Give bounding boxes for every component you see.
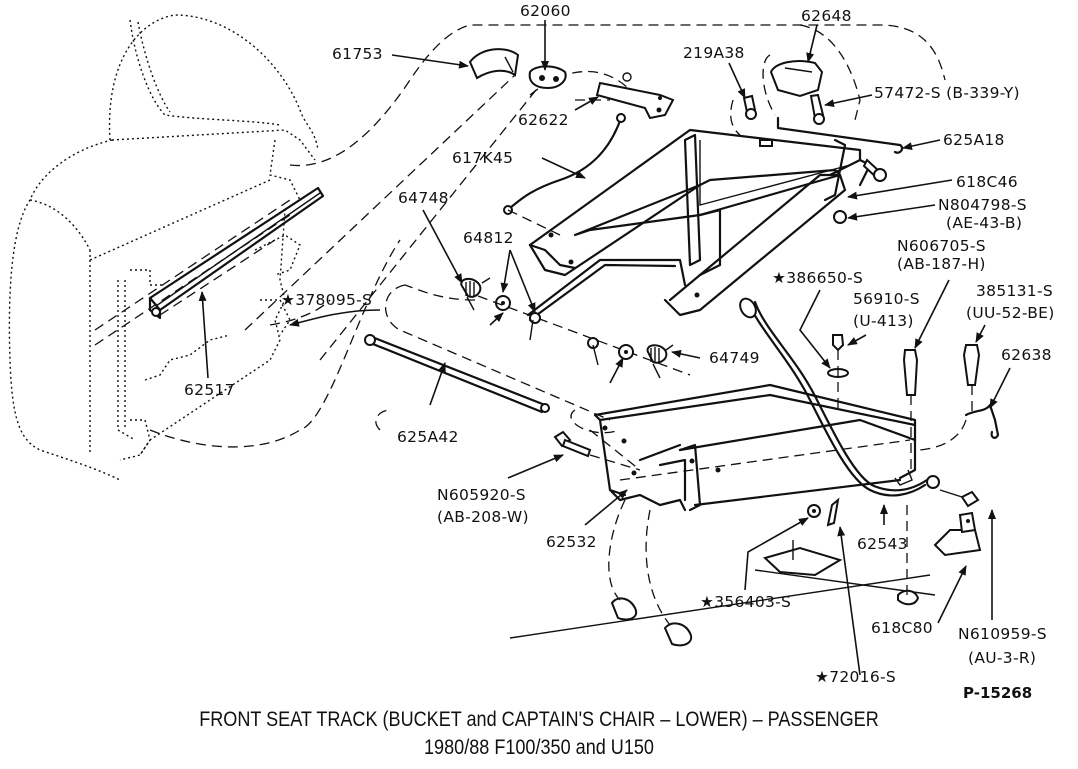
label-385131-S: 385131-S (UU-52-BE)	[966, 282, 1055, 322]
label-57472-S: 57472-S (B-339-Y)	[874, 84, 1020, 102]
label-62532: 62532	[546, 533, 597, 551]
label-618C46: 618C46	[956, 173, 1018, 191]
bracket-618C80	[933, 511, 982, 557]
bolt-N605920	[553, 430, 641, 471]
seat-rail-62517	[148, 186, 325, 320]
pin-625A42	[364, 334, 550, 414]
label-219A38: 219A38	[683, 44, 745, 62]
label-56910-S-code: (U-413)	[853, 312, 914, 330]
label-385131-S-number: 385131-S	[976, 282, 1054, 300]
label-62517: 62517	[184, 381, 235, 399]
label-N610959-S: N610959-S (AU-3-R)	[958, 625, 1047, 667]
nut-N804798	[833, 210, 847, 224]
label-N606705-S: N606705-S (AB-187-H)	[897, 237, 986, 273]
diagram-subtitle: 1980/88 F100/350 and U150	[424, 736, 654, 759]
part-61753	[468, 48, 520, 80]
label-64748: 64748	[398, 189, 449, 207]
label-62060: 62060	[520, 2, 571, 20]
label-N605920-S: N605920-S (AB-208-W)	[437, 486, 529, 526]
label-62648: 62648	[801, 7, 852, 25]
seat-phantom-outline	[8, 14, 319, 481]
label-62622: 62622	[518, 111, 569, 129]
reference-number: P-15268	[963, 684, 1033, 702]
part-62622	[595, 72, 675, 120]
label-56910-S: 56910-S (U-413)	[853, 290, 920, 330]
label-N606705-S-code: (AB-187-H)	[897, 255, 986, 273]
label-N804798-S-number: N804798-S	[938, 196, 1027, 214]
label-62543: 62543	[857, 535, 908, 553]
label-618C80: 618C80	[871, 619, 933, 637]
right-hardware	[827, 334, 1000, 508]
label-386650-S: ★386650-S	[772, 269, 864, 287]
label-N610959-S-number: N610959-S	[958, 625, 1047, 643]
lever-625A18	[776, 116, 904, 202]
floor-and-clips	[509, 499, 936, 647]
part-62648	[762, 54, 825, 125]
diagram-title: FRONT SEAT TRACK (BUCKET and CAPTAIN'S C…	[199, 708, 879, 731]
washer-and-clip	[807, 497, 840, 527]
label-617K45: 617K45	[452, 149, 514, 167]
label-N605920-S-code: (AB-208-W)	[437, 508, 529, 526]
label-72016-S: ★72016-S	[815, 668, 897, 686]
label-N804798-S: N804798-S (AE-43-B)	[938, 196, 1027, 232]
springs-and-washers	[384, 258, 691, 421]
label-N606705-S-number: N606705-S	[897, 237, 986, 255]
cable-617K45	[503, 113, 626, 236]
label-356403-S: ★356403-S	[700, 593, 792, 611]
label-62638: 62638	[1001, 346, 1052, 364]
label-N804798-S-code: (AE-43-B)	[946, 214, 1023, 232]
label-625A42: 625A42	[397, 428, 459, 446]
label-625A18: 625A18	[943, 131, 1005, 149]
label-385131-S-code: (UU-52-BE)	[966, 304, 1055, 322]
label-61753: 61753	[332, 45, 383, 63]
screw-219A38	[730, 94, 757, 136]
upper-seat-frame	[528, 128, 872, 317]
label-N605920-S-number: N605920-S	[437, 486, 526, 504]
label-N610959-S-code: (AU-3-R)	[968, 649, 1037, 667]
label-64812: 64812	[463, 229, 514, 247]
ground-cable-62543	[739, 297, 940, 497]
part-62060	[528, 65, 567, 90]
label-64749: 64749	[709, 349, 760, 367]
label-56910-S-number: 56910-S	[853, 290, 920, 308]
lower-track-62532	[589, 383, 917, 512]
callout-leaders	[198, 20, 1011, 676]
label-378095-S: ★378095-S	[281, 291, 373, 309]
